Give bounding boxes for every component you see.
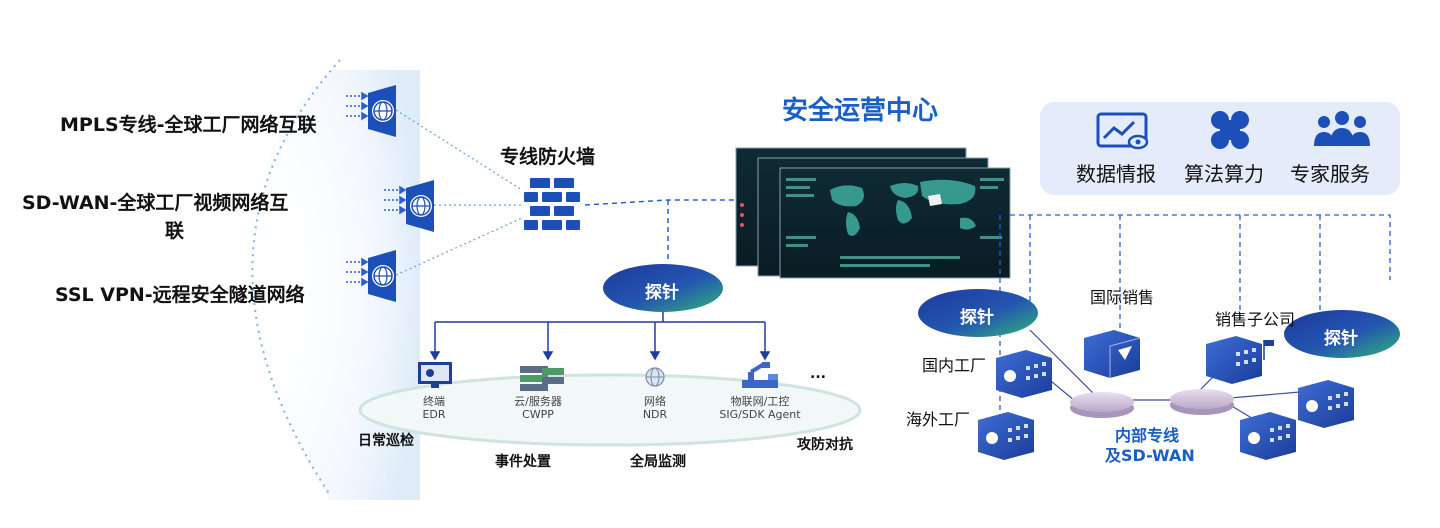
- capability-label-expert: 专家服务: [1290, 162, 1370, 186]
- endpoint-ndr: 网络 NDR: [595, 395, 715, 421]
- industrial-robot-icon: [742, 362, 778, 388]
- endpoint-edr-line2: EDR: [422, 408, 446, 421]
- server-stack-icon: [520, 366, 564, 391]
- building-icon-sales-sub: [1206, 336, 1274, 384]
- building-icon-factory-a: [1298, 380, 1354, 428]
- probe-node-right-2: [1284, 310, 1400, 358]
- endpoint-ndr-line1: 网络: [644, 395, 666, 408]
- monitor-eye-icon: [1096, 112, 1149, 150]
- network-halo: [245, 59, 420, 500]
- router-icon-1: [1070, 392, 1134, 418]
- operation-incident: 事件处置: [495, 454, 551, 470]
- operation-daily: 日常巡检: [358, 433, 414, 449]
- globe-icon: [645, 367, 665, 387]
- firewall-to-soc-link: [584, 199, 740, 262]
- endpoint-sig-line2: SIG/SDK Agent: [719, 408, 801, 421]
- probe-to-endpoints-links: [429, 312, 771, 361]
- endpoint-edr-line1: 终端: [423, 395, 445, 408]
- site-label-intl-sales: 国际销售: [1090, 288, 1155, 307]
- gateway-to-firewall-links: [395, 109, 523, 276]
- endpoint-cwpp: 云/服务器 CWPP: [478, 395, 598, 421]
- inbound-arrows: [346, 91, 407, 287]
- gateway-icon-mpls: [368, 85, 396, 137]
- endpoint-cwpp-line1: 云/服务器: [514, 395, 562, 408]
- network-label-sdwan-line1: SD-WAN-全球工厂视频网络互: [22, 192, 289, 214]
- network-label-mpls: MPLS专线-全球工厂网络互联: [60, 114, 317, 136]
- site-label-sales-sub: 销售子公司: [1215, 310, 1296, 329]
- capability-label-compute: 算法算力: [1184, 162, 1264, 186]
- probe-node-right-1: [918, 289, 1038, 337]
- building-icon-domestic-factory: [996, 350, 1052, 398]
- internal-link-line1: 内部专线: [1115, 426, 1180, 445]
- operation-attack: 攻防对抗: [797, 437, 853, 453]
- site-label-overseas-factory: 海外工厂: [906, 410, 971, 429]
- router-icon-2: [1170, 389, 1234, 415]
- firewall-title: 专线防火墙: [500, 146, 596, 168]
- gateway-icon-sdwan: [406, 180, 434, 232]
- network-label-sslvpn: SSL VPN-远程安全隧道网络: [55, 284, 305, 306]
- site-label-domestic-factory: 国内工厂: [922, 356, 987, 375]
- gateway-icon-sslvpn: [368, 250, 396, 302]
- four-leaf-icon: [1211, 111, 1249, 149]
- operations-platform: [358, 373, 862, 447]
- endpoint-ellipsis: ...: [810, 366, 826, 382]
- firewall-brick-icon: [524, 178, 580, 230]
- endpoint-ndr-line2: NDR: [642, 408, 668, 421]
- endpoint-sig-line1: 物联网/工控: [730, 395, 790, 408]
- probe-node-center: [603, 264, 723, 312]
- probe-label-right-1: 探针: [960, 308, 994, 328]
- operation-global: 全局监测: [630, 454, 686, 470]
- probe-label-right-2: 探针: [1324, 329, 1358, 349]
- monitor-icon: [418, 362, 452, 388]
- endpoint-sig: 物联网/工控 SIG/SDK Agent: [700, 395, 820, 421]
- endpoint-edr: 终端 EDR: [374, 395, 494, 421]
- people-group-icon: [1314, 111, 1370, 146]
- network-label-sdwan-line2: 联: [165, 220, 185, 242]
- endpoint-cwpp-line2: CWPP: [522, 408, 554, 421]
- building-icon-factory-b: [1240, 412, 1296, 460]
- probe-label-center: 探针: [645, 283, 679, 303]
- internal-link-line2: 及SD-WAN: [1105, 446, 1195, 465]
- building-icon-intl-sales: [1084, 330, 1141, 378]
- soc-title: 安全运营中心: [782, 96, 939, 126]
- capability-label-data-intel: 数据情报: [1076, 162, 1156, 186]
- soc-dashboard-screens: [735, 147, 1011, 279]
- building-icon-overseas-factory: [978, 412, 1034, 460]
